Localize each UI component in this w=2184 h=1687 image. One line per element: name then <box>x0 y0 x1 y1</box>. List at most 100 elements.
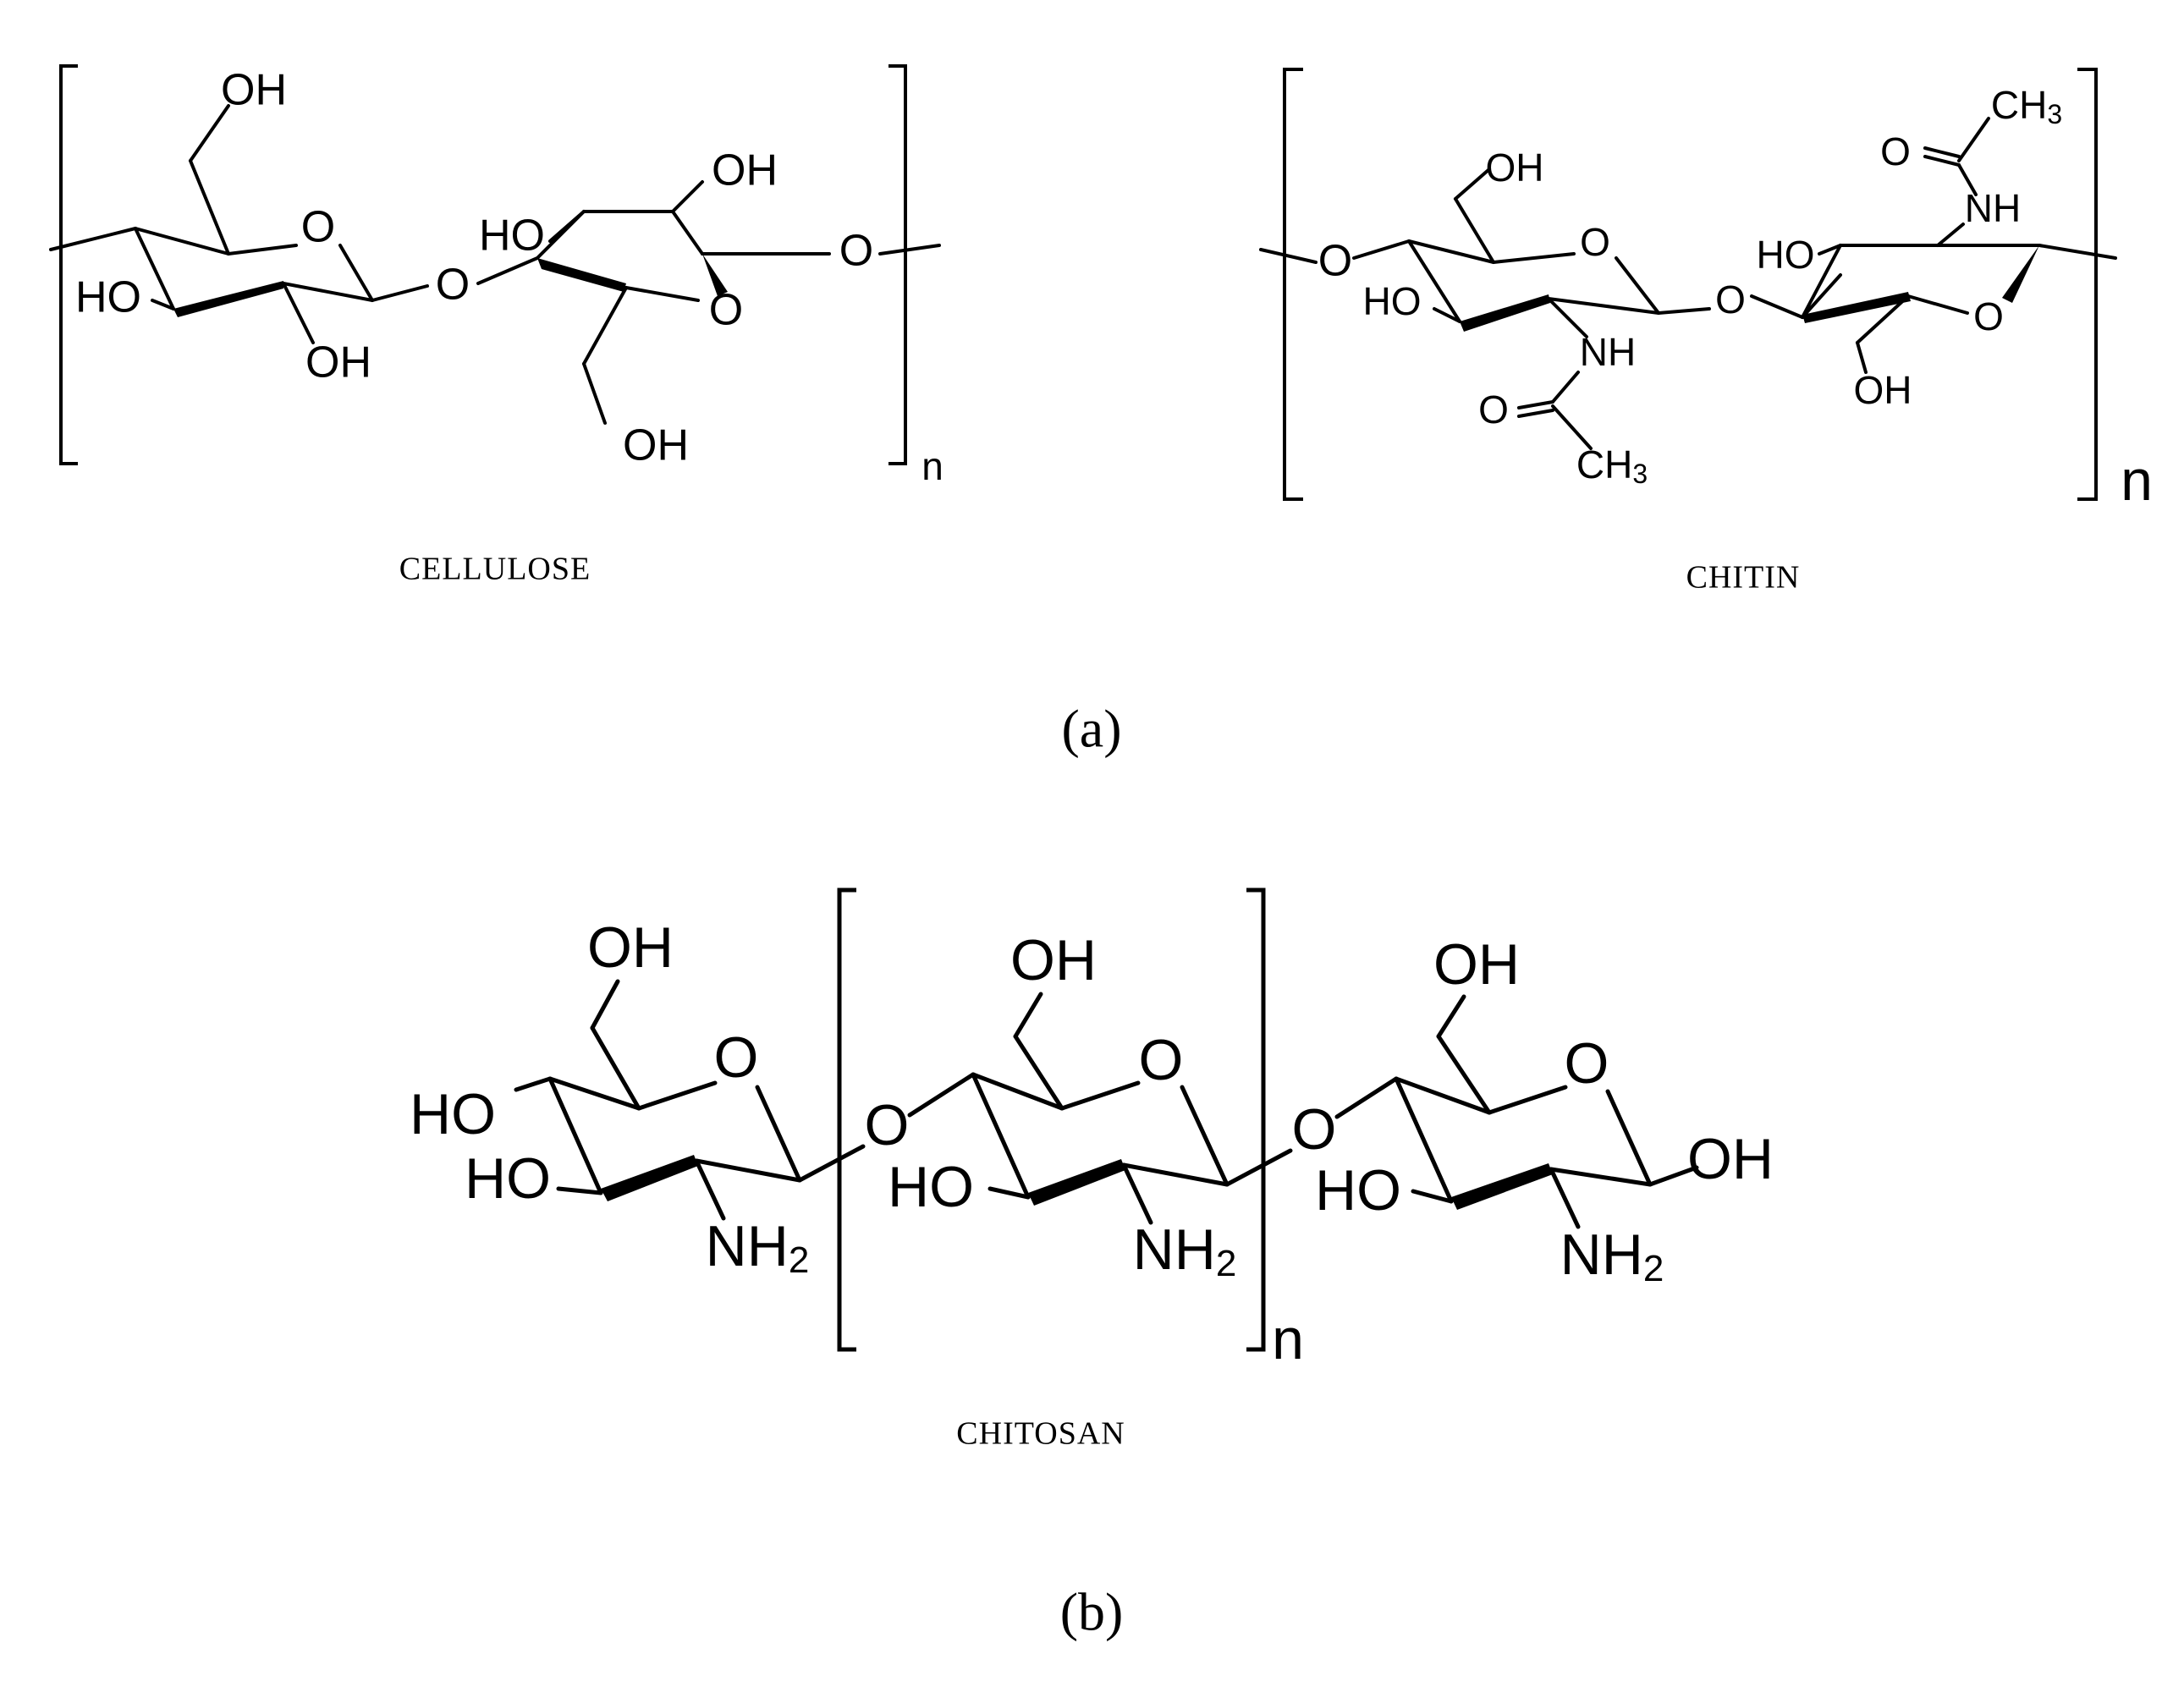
chitin-name-label: CHITIN <box>1686 560 1801 596</box>
chitosan-bridge2-oxygen: O <box>1292 1097 1337 1162</box>
bond <box>582 362 607 425</box>
bond <box>1517 400 1554 409</box>
bond <box>1411 1189 1454 1204</box>
chitosan-unit2-nh2: NH2 <box>1133 1217 1237 1284</box>
chitosan-unit3-oh-top: OH <box>1433 932 1520 997</box>
bond <box>1750 294 1804 319</box>
chitin-chain-right-bond <box>2038 244 2117 260</box>
bond <box>636 1080 718 1111</box>
bond <box>1517 409 1554 418</box>
chitosan-unit2-oh-top: OH <box>1010 928 1097 992</box>
bond <box>1923 155 1961 167</box>
chitin-ring2-methyl: CH3 <box>1991 83 2062 129</box>
bond <box>371 284 429 302</box>
bond <box>624 286 700 302</box>
chitin-ring1-carbonyl-oxygen: O <box>1478 387 1509 431</box>
cellulose-subscript-n: n <box>921 444 943 488</box>
chitin-ring2-ring-oxygen: O <box>1973 294 2004 338</box>
chitin-ring2-nh: NH <box>1965 186 2021 230</box>
chitosan-left-bracket <box>837 887 856 1352</box>
wedge-bond <box>537 258 626 292</box>
bond <box>1957 163 1978 196</box>
bond <box>1334 1076 1399 1119</box>
bond <box>987 1186 1031 1200</box>
chitin-chain-left-bond <box>1259 248 1318 264</box>
chitosan-unit1-ho-upper: HO <box>410 1082 496 1146</box>
bond <box>1657 307 1711 315</box>
bond <box>1487 1085 1568 1115</box>
cellulose-end-oxygen: O <box>839 227 873 276</box>
bond <box>547 1076 603 1195</box>
bond <box>1549 1167 1581 1229</box>
bond <box>1923 146 1961 158</box>
bond <box>1648 1165 1699 1187</box>
chitosan-unit2-ring-oxygen: O <box>1139 1028 1184 1092</box>
bond <box>755 1085 802 1183</box>
bond <box>907 1072 976 1118</box>
bond <box>971 1072 1031 1200</box>
bond <box>1801 244 1842 319</box>
bond <box>1352 239 1411 260</box>
bond <box>1394 1076 1492 1115</box>
chitin-left-bracket <box>1283 68 1303 501</box>
chitin-structure: n O OH O HO NH O CH3 O <box>1259 68 2153 596</box>
bond <box>282 282 315 344</box>
chitosan-bridge1-oxygen: O <box>865 1093 910 1157</box>
chitosan-name-label: CHITOSAN <box>956 1416 1125 1452</box>
chitin-ring1-oh-top: OH <box>1486 146 1544 190</box>
bond <box>282 282 374 302</box>
bond <box>338 244 374 302</box>
cellulose-chain-left-bond <box>49 227 137 251</box>
bond <box>1551 404 1593 450</box>
bond <box>1856 294 1910 344</box>
bond <box>590 979 620 1030</box>
bond <box>1492 252 1576 264</box>
wedge-bond <box>2002 245 2039 303</box>
chitosan-structure: n OH O HO HO NH2 O OH O HO <box>410 887 1774 1452</box>
chitin-ring2-oh-bottom: OH <box>1854 368 1912 412</box>
bond <box>671 180 704 213</box>
bond <box>1547 297 1660 315</box>
bond <box>1436 994 1466 1039</box>
chitosan-unit3-oh-right: OH <box>1687 1127 1774 1191</box>
wedge-bond <box>1028 1159 1125 1206</box>
chitosan-unit3-ring-oxygen: O <box>1565 1031 1609 1096</box>
bond <box>1957 117 1990 162</box>
bond <box>151 299 175 310</box>
cellulose-ring1-oh-top: OH <box>221 66 287 115</box>
bond <box>189 159 230 256</box>
wedge-bond <box>702 254 728 296</box>
chitin-start-oxygen: O <box>1318 237 1352 286</box>
bond <box>514 1076 553 1092</box>
bond <box>590 1025 641 1111</box>
chitosan-unit1-oh-top: OH <box>587 915 674 980</box>
cellulose-right-bracket <box>888 64 907 465</box>
bond <box>694 1158 726 1221</box>
chitin-bridge-oxygen: O <box>1715 278 1746 321</box>
cellulose-structure: n OH O HO OH O HO OH O <box>49 64 943 587</box>
bond <box>1906 294 1969 315</box>
chitosan-unit1-ho-lower: HO <box>465 1146 551 1211</box>
chitin-ring1-ho-left: HO <box>1363 279 1422 323</box>
bond <box>1407 239 1495 264</box>
chitin-ring1-ring-oxygen: O <box>1580 220 1610 264</box>
chitosan-subscript-n: n <box>1272 1307 1304 1371</box>
wedge-bond <box>601 1155 698 1201</box>
bond <box>548 210 586 243</box>
cellulose-ring1-ho-left: HO <box>75 273 141 322</box>
chitosan-unit1-ring-oxygen: O <box>714 1025 759 1090</box>
bond <box>1121 1162 1153 1225</box>
bond <box>797 1144 866 1183</box>
bond <box>1013 1034 1064 1111</box>
chitosan-right-bracket <box>1246 887 1266 1352</box>
cellulose-left-bracket <box>59 64 78 465</box>
cellulose-ring2-ring-oxygen: O <box>709 286 743 335</box>
chitin-ring1-methyl: CH3 <box>1576 442 1648 489</box>
bond <box>189 104 230 162</box>
bond <box>671 210 704 256</box>
chitin-ring2-carbonyl-oxygen: O <box>1880 129 1911 173</box>
chitosan-unit1-nh2: NH2 <box>706 1214 810 1281</box>
bond <box>971 1072 1064 1111</box>
bond <box>1551 371 1580 404</box>
chitosan-unit3-ho-lower: HO <box>1315 1158 1401 1223</box>
